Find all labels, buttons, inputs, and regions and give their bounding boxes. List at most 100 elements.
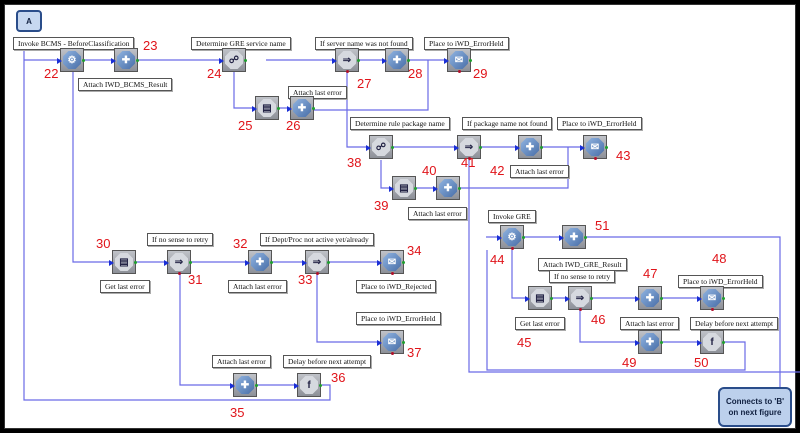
queue-icon: ✉ (383, 333, 401, 351)
node-24-branch[interactable]: ☍ (219, 48, 247, 72)
step-number: 49 (622, 355, 637, 370)
function-icon: f (703, 333, 721, 351)
function-icon: f (300, 376, 318, 394)
label-get-last-error-45: Get last error (515, 317, 565, 330)
node-39-get-error[interactable]: ▤ (389, 176, 417, 200)
get-error-icon: ▤ (531, 289, 549, 307)
node-27-condition[interactable]: ⇒ (332, 48, 360, 73)
step-number: 27 (357, 76, 372, 91)
attach-paperclip-icon: ✚ (236, 376, 254, 394)
node-35-attach[interactable]: ✚ (230, 373, 258, 397)
node-47-attach[interactable]: ✚ (635, 286, 663, 310)
label-determine-rule-pkg: Determine rule package name (350, 117, 450, 130)
node-49-attach[interactable]: ✚ (635, 330, 663, 354)
attach-paperclip-icon: ✚ (641, 333, 659, 351)
attach-paperclip-icon: ✚ (251, 253, 269, 271)
error-port (391, 352, 394, 355)
input-port (377, 260, 382, 266)
error-port (468, 157, 471, 160)
step-number: 31 (188, 272, 203, 287)
node-46-condition[interactable]: ⇒ (565, 286, 593, 311)
queue-icon: ✉ (383, 253, 401, 271)
wire (486, 250, 746, 371)
wire (460, 147, 569, 189)
node-43-place-queue[interactable]: ✉ (580, 135, 608, 160)
get-error-icon: ▤ (115, 253, 133, 271)
start-connector-a[interactable]: A (16, 10, 42, 32)
step-number: 50 (694, 355, 709, 370)
node-30-get-error[interactable]: ▤ (109, 250, 137, 274)
output-port (277, 107, 280, 110)
node-32-attach[interactable]: ✚ (245, 250, 273, 274)
label-attach-47: Attach last error (620, 317, 679, 330)
step-number: 33 (298, 272, 313, 287)
node-26-attach[interactable]: ✚ (287, 96, 315, 120)
node-29-place-queue[interactable]: ✉ (444, 48, 472, 73)
node-25-get-error[interactable]: ▤ (252, 96, 280, 120)
output-port (255, 384, 258, 387)
diagram-frame (4, 4, 796, 429)
output-port (319, 384, 322, 387)
label-attach-bcms: Attach IWD_BCMS_Result (78, 78, 173, 91)
node-51-attach[interactable]: ✚ (559, 225, 587, 249)
input-port (57, 58, 62, 64)
label-attach-35: Attach last error (212, 355, 271, 368)
wire (468, 160, 800, 373)
output-port (458, 187, 461, 190)
node-31-condition[interactable]: ⇒ (164, 250, 192, 275)
output-port (270, 261, 273, 264)
input-port (580, 145, 585, 151)
label-dept-proc: If Dept/Proc not active yet/already (260, 233, 374, 246)
branch-icon: ☍ (225, 51, 243, 69)
node-33-condition[interactable]: ⇒ (302, 250, 330, 275)
branch-icon: ☍ (372, 138, 390, 156)
wire (72, 72, 112, 263)
input-port (635, 296, 640, 302)
get-error-icon: ▤ (395, 179, 413, 197)
end-connector-callout[interactable]: Connects to 'B' on next figure (718, 387, 792, 427)
node-28-attach[interactable]: ✚ (382, 48, 410, 72)
wire (179, 274, 233, 386)
output-port (327, 261, 330, 264)
label-delay-36: Delay before next attempt (283, 355, 372, 368)
attach-paperclip-icon: ✚ (565, 228, 583, 246)
error-port (391, 272, 394, 275)
step-number: 25 (238, 118, 253, 133)
wire (310, 60, 429, 111)
label-place-errorheld-37: Place to iWD_ErrorHeld (356, 312, 441, 325)
input-port (302, 260, 307, 266)
input-port (515, 145, 520, 151)
wire (316, 274, 380, 343)
step-number: 45 (517, 335, 532, 350)
node-23-attach[interactable]: ✚ (111, 48, 139, 72)
node-45-get-error[interactable]: ▤ (525, 286, 553, 310)
node-42-attach[interactable]: ✚ (515, 135, 543, 159)
node-22-invoke-bcms[interactable]: ⚙ (57, 48, 85, 72)
node-50-function[interactable]: f (697, 330, 725, 354)
step-number: 47 (643, 266, 658, 281)
input-port (389, 186, 394, 192)
node-40-attach[interactable]: ✚ (433, 176, 461, 200)
input-port (219, 58, 224, 64)
wire (511, 250, 528, 299)
node-48-place-queue[interactable]: ✉ (697, 286, 725, 311)
node-38-branch[interactable]: ☍ (366, 135, 394, 159)
error-port (346, 70, 349, 73)
input-port (697, 296, 702, 302)
attach-paperclip-icon: ✚ (521, 138, 539, 156)
error-port (316, 272, 319, 275)
output-port (479, 146, 482, 149)
input-port (294, 383, 299, 389)
label-place-rejected: Place to iWD_Rejected (356, 280, 437, 293)
output-port (469, 59, 472, 62)
step-number: 51 (595, 218, 610, 233)
node-36-function[interactable]: f (294, 373, 322, 397)
step-number: 48 (712, 251, 727, 266)
node-34-place-rejected[interactable]: ✉ (377, 250, 405, 275)
node-41-condition[interactable]: ⇒ (454, 135, 482, 160)
input-port (433, 186, 438, 192)
node-37-place-queue[interactable]: ✉ (377, 330, 405, 355)
input-port (111, 58, 116, 64)
node-44-invoke-gre[interactable]: ⚙ (497, 225, 525, 250)
